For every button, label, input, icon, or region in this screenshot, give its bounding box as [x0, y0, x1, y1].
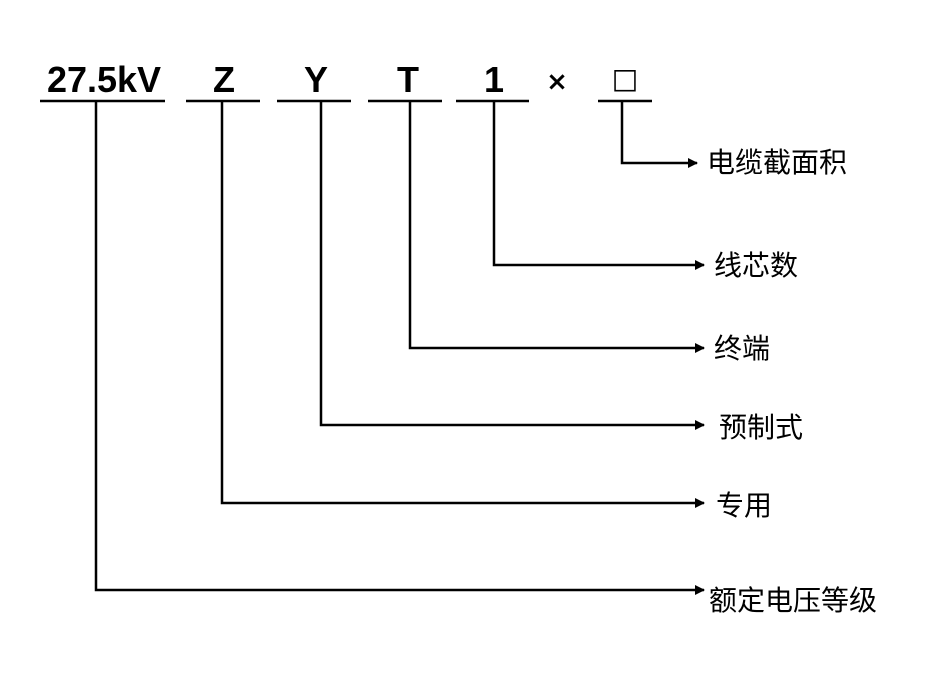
label-rated-voltage: 额定电压等级: [709, 584, 877, 617]
code-prefab: Y: [304, 59, 328, 100]
leader-line-purpose: [220, 101, 705, 508]
code-terminal: T: [397, 59, 419, 100]
label-prefab: 预制式: [719, 411, 803, 444]
leader-line-cores: [492, 101, 705, 270]
code-rated-voltage: 27.5kV: [47, 59, 161, 100]
leader-line-section: [620, 101, 698, 168]
leader-line-terminal: [408, 101, 705, 353]
code-cores: 1: [484, 59, 504, 100]
label-purpose: 专用: [716, 489, 772, 522]
label-section: 电缆截面积: [707, 146, 847, 179]
label-cores: 线芯数: [714, 249, 798, 282]
code-section-box: □: [612, 62, 638, 95]
leader-line-prefab: [319, 101, 705, 430]
code-times-sign: ×: [546, 67, 568, 97]
leader-line-rated-voltage: [94, 101, 705, 595]
code-purpose: Z: [213, 59, 235, 100]
label-terminal: 终端: [714, 332, 770, 365]
